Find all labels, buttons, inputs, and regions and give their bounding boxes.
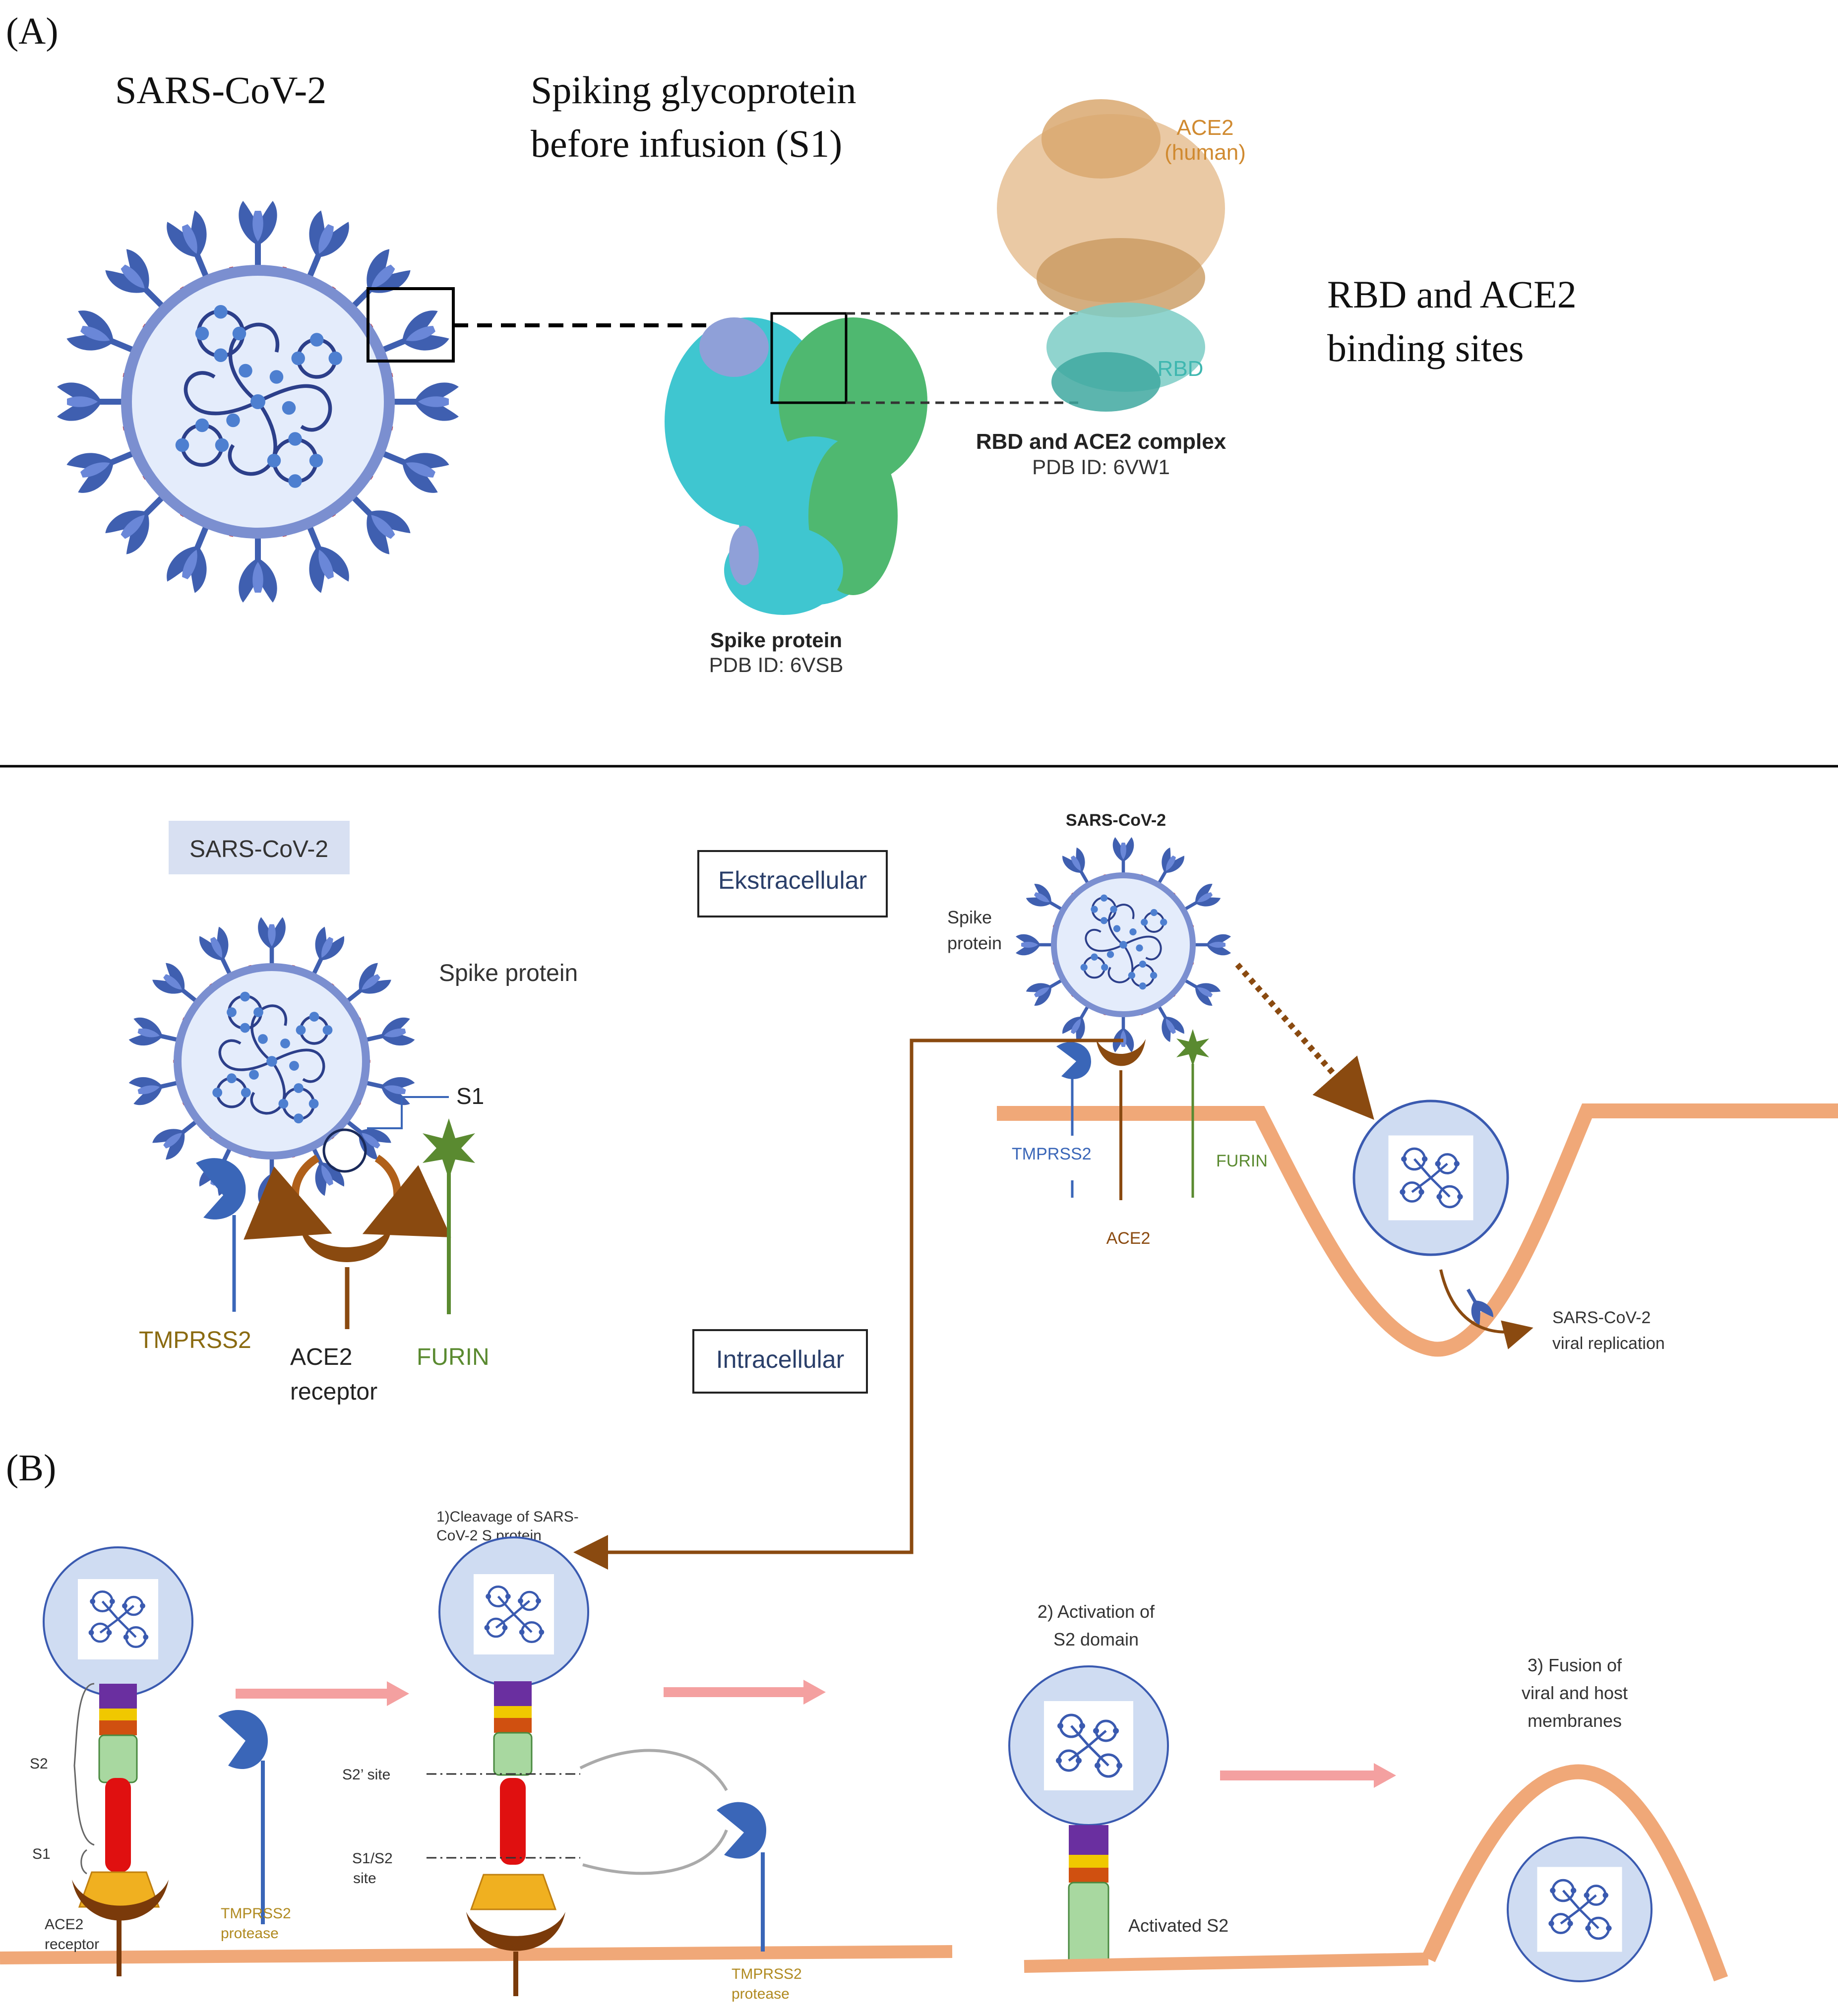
s2-brace bbox=[73, 1683, 95, 1846]
s1-label: S1 bbox=[456, 1083, 484, 1109]
ace2-label-line2: (human) bbox=[1164, 140, 1246, 165]
tmprss2-label: TMPRSS2 bbox=[139, 1327, 251, 1353]
spike-protein-icon bbox=[258, 1156, 286, 1206]
spike-protein-icon bbox=[1016, 934, 1054, 956]
extracellular-label: Ekstracellular bbox=[718, 866, 867, 894]
replication-arrow bbox=[1439, 1269, 1533, 1349]
ace2-label-line2: receptor bbox=[290, 1379, 377, 1405]
step3-line3: membranes bbox=[1528, 1711, 1622, 1731]
replication-line1: SARS-CoV-2 bbox=[1552, 1308, 1651, 1327]
s1-brace bbox=[80, 1849, 87, 1875]
activated-s2-label: Activated S2 bbox=[1128, 1915, 1228, 1936]
panel-b-label: (B) bbox=[6, 1447, 56, 1489]
virus-icon bbox=[1016, 837, 1231, 1052]
tmprss2-icon bbox=[218, 1710, 268, 1924]
spike-title-line1: Spiking glycoprotein bbox=[531, 68, 856, 112]
panel-a-label: (A) bbox=[6, 10, 59, 52]
s2-label: S2 bbox=[30, 1756, 48, 1772]
tmprss2-icon bbox=[196, 1158, 246, 1312]
step3-line1: 3) Fusion of bbox=[1528, 1655, 1622, 1675]
complex-title: RBD and ACE2 complex bbox=[976, 429, 1226, 454]
stage-3 bbox=[1008, 1665, 1169, 1965]
spike-small-line1: Spike bbox=[947, 907, 992, 927]
zoom-box-rbd bbox=[770, 312, 848, 404]
nucleocapsid-icon bbox=[1537, 1867, 1622, 1952]
spike-protein-icon bbox=[239, 533, 277, 603]
step2-line2: S2 domain bbox=[1053, 1629, 1139, 1649]
intracellular-label: Intracellular bbox=[716, 1345, 844, 1373]
furin-label: FURIN bbox=[417, 1344, 490, 1370]
host-membrane-bottom bbox=[0, 1945, 953, 1964]
virus-box bbox=[169, 821, 350, 874]
rbd-label: RBD bbox=[1158, 357, 1204, 381]
complex-pdb: PDB ID: 6VW1 bbox=[1032, 455, 1170, 479]
s1-label-bottom: S1 bbox=[32, 1846, 51, 1862]
step3-line2: viral and host bbox=[1522, 1683, 1628, 1703]
virus-title: SARS-CoV-2 bbox=[115, 68, 326, 112]
s1s2-line1: S1/S2 bbox=[352, 1850, 393, 1867]
fusion-membrane bbox=[1421, 1764, 1728, 1982]
extracellular-box bbox=[697, 850, 888, 917]
ace2-receptor-icon bbox=[1096, 1039, 1146, 1200]
furin-small-label: FURIN bbox=[1216, 1152, 1268, 1170]
tmprss2-icon bbox=[1056, 1042, 1091, 1198]
tmprss2-protease-line1: TMPRSS2 bbox=[221, 1905, 291, 1922]
s2-site-label: S2’ site bbox=[342, 1767, 390, 1783]
ace2-rbd-complex bbox=[997, 99, 1225, 412]
spike-protein-icon bbox=[389, 382, 459, 421]
tmprss2-small-label: TMPRSS2 bbox=[1012, 1145, 1092, 1163]
spike-protein-label: Spike protein bbox=[439, 960, 578, 986]
furin-icon bbox=[423, 1118, 475, 1314]
spike-protein-pdb: PDB ID: 6VSB bbox=[709, 653, 844, 676]
ace2-small-label: ACE2 bbox=[1106, 1229, 1151, 1248]
step2-line1: 2) Activation of bbox=[1038, 1601, 1155, 1622]
virus-box-label: SARS-CoV-2 bbox=[189, 836, 328, 862]
binding-sites-line2: binding sites bbox=[1327, 326, 1524, 369]
connector-arrow bbox=[573, 1039, 1123, 1570]
ace2-label-line1: ACE2 bbox=[1177, 116, 1234, 140]
ace2-receptor-line1: ACE2 bbox=[45, 1916, 83, 1933]
ace2-receptor-icon bbox=[244, 1155, 451, 1329]
virus-icon bbox=[128, 917, 415, 1206]
panel-a: (A) SARS-CoV-2 Spiking glycoprotein befo… bbox=[6, 10, 1577, 676]
step1-line1: 1)Cleavage of SARS- bbox=[436, 1509, 579, 1525]
spike-protein-icon bbox=[1193, 934, 1231, 956]
s1s2-line2: site bbox=[353, 1870, 376, 1887]
panel-b: SARS-CoV-2 S1 Spike protein TMPRSS2 ACE2… bbox=[0, 811, 1838, 2002]
spike-protein-icon bbox=[57, 382, 126, 421]
host-membrane-stage3 bbox=[1024, 1953, 1429, 1973]
spike-protein-icon bbox=[1113, 1014, 1134, 1052]
stage-1 bbox=[43, 1546, 193, 1976]
spike-title-line2: before infusion (S1) bbox=[531, 122, 842, 165]
tmprss2-protease2-line1: TMPRSS2 bbox=[732, 1966, 802, 1982]
spike-protein-icon bbox=[239, 201, 277, 270]
spike-protein-icon bbox=[1113, 837, 1134, 875]
nucleocapsid-icon bbox=[1389, 1136, 1473, 1221]
host-membrane bbox=[997, 1103, 1838, 1357]
s1-highlight bbox=[322, 1128, 367, 1173]
intracellular-box bbox=[692, 1329, 868, 1394]
spike-small-line2: protein bbox=[947, 933, 1002, 953]
ace2-receptor-line2: receptor bbox=[45, 1936, 99, 1953]
entry-arrow bbox=[1235, 963, 1374, 1120]
virus-title-small: SARS-CoV-2 bbox=[1066, 811, 1166, 830]
ace2-label-line1: ACE2 bbox=[290, 1344, 352, 1370]
replication-line2: viral replication bbox=[1552, 1334, 1665, 1353]
tmprss2-protease2-line2: protease bbox=[732, 1986, 790, 2002]
spike-protein-icon bbox=[258, 917, 286, 967]
stage-2 bbox=[427, 1536, 728, 1996]
spike-protein-structure bbox=[665, 317, 927, 615]
s1-pointer bbox=[367, 1096, 449, 1129]
binding-sites-line1: RBD and ACE2 bbox=[1327, 273, 1577, 316]
spike-protein-title: Spike protein bbox=[710, 628, 842, 652]
tmprss2-protease-line2: protease bbox=[221, 1925, 279, 1942]
tmprss2-icon bbox=[717, 1802, 766, 1952]
furin-icon bbox=[1176, 1029, 1209, 1198]
virus-icon bbox=[57, 201, 459, 603]
